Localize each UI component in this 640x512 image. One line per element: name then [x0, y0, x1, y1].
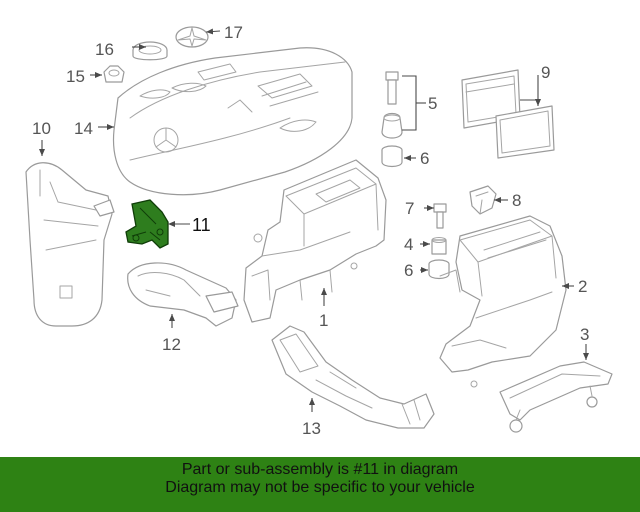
callout-6-upper: 6 — [420, 149, 429, 168]
part-8-clip — [469, 185, 497, 215]
callout-4: 4 — [404, 235, 413, 254]
part-4-spacer — [431, 237, 447, 255]
part-3-bracket — [499, 361, 613, 433]
parts-diagram: 16 17 15 14 10 11 12 1 13 5 6 9 7 4 6 8 … — [25, 23, 613, 438]
callout-leaders — [39, 28, 589, 412]
callout-7: 7 — [405, 199, 414, 218]
info-banner: Part or sub-assembly is #11 in diagram D… — [0, 457, 640, 512]
part-14-engine-cover — [112, 47, 353, 196]
callout-5: 5 — [428, 94, 437, 113]
part-7-screw — [433, 203, 447, 229]
part-11-bracket — [125, 199, 169, 249]
part-6-grommet-lower — [428, 259, 450, 280]
part-16-cap — [132, 41, 168, 61]
part-15-grommet — [103, 65, 125, 83]
part-9-filter-elements — [461, 69, 555, 159]
part-13-resonator-duct — [271, 325, 435, 429]
part-6-grommet-upper — [381, 145, 403, 168]
callout-15: 15 — [66, 67, 85, 86]
callout-1: 1 — [319, 311, 328, 330]
callout-16: 16 — [95, 40, 114, 59]
callout-6-lower: 6 — [404, 261, 413, 280]
callout-2: 2 — [578, 277, 587, 296]
part-10-air-duct — [25, 162, 115, 327]
callout-14: 14 — [74, 119, 93, 138]
part-17-emblem — [175, 26, 209, 48]
banner-line-2: Diagram may not be specific to your vehi… — [165, 479, 475, 496]
banner-line-1: Part or sub-assembly is #11 in diagram — [181, 461, 459, 478]
callout-11: 11 — [192, 215, 211, 235]
callout-12: 12 — [162, 335, 181, 354]
callout-3: 3 — [580, 325, 589, 344]
part-2-air-cleaner — [439, 215, 567, 388]
callout-13: 13 — [302, 419, 321, 438]
part-12-intake-duct — [127, 262, 239, 327]
callout-8: 8 — [512, 191, 521, 210]
part-5-bolt — [381, 71, 403, 139]
callout-9: 9 — [541, 63, 550, 82]
part-1-air-cleaner-lower — [243, 159, 387, 323]
callout-10: 10 — [32, 119, 51, 138]
callout-17: 17 — [224, 23, 243, 42]
